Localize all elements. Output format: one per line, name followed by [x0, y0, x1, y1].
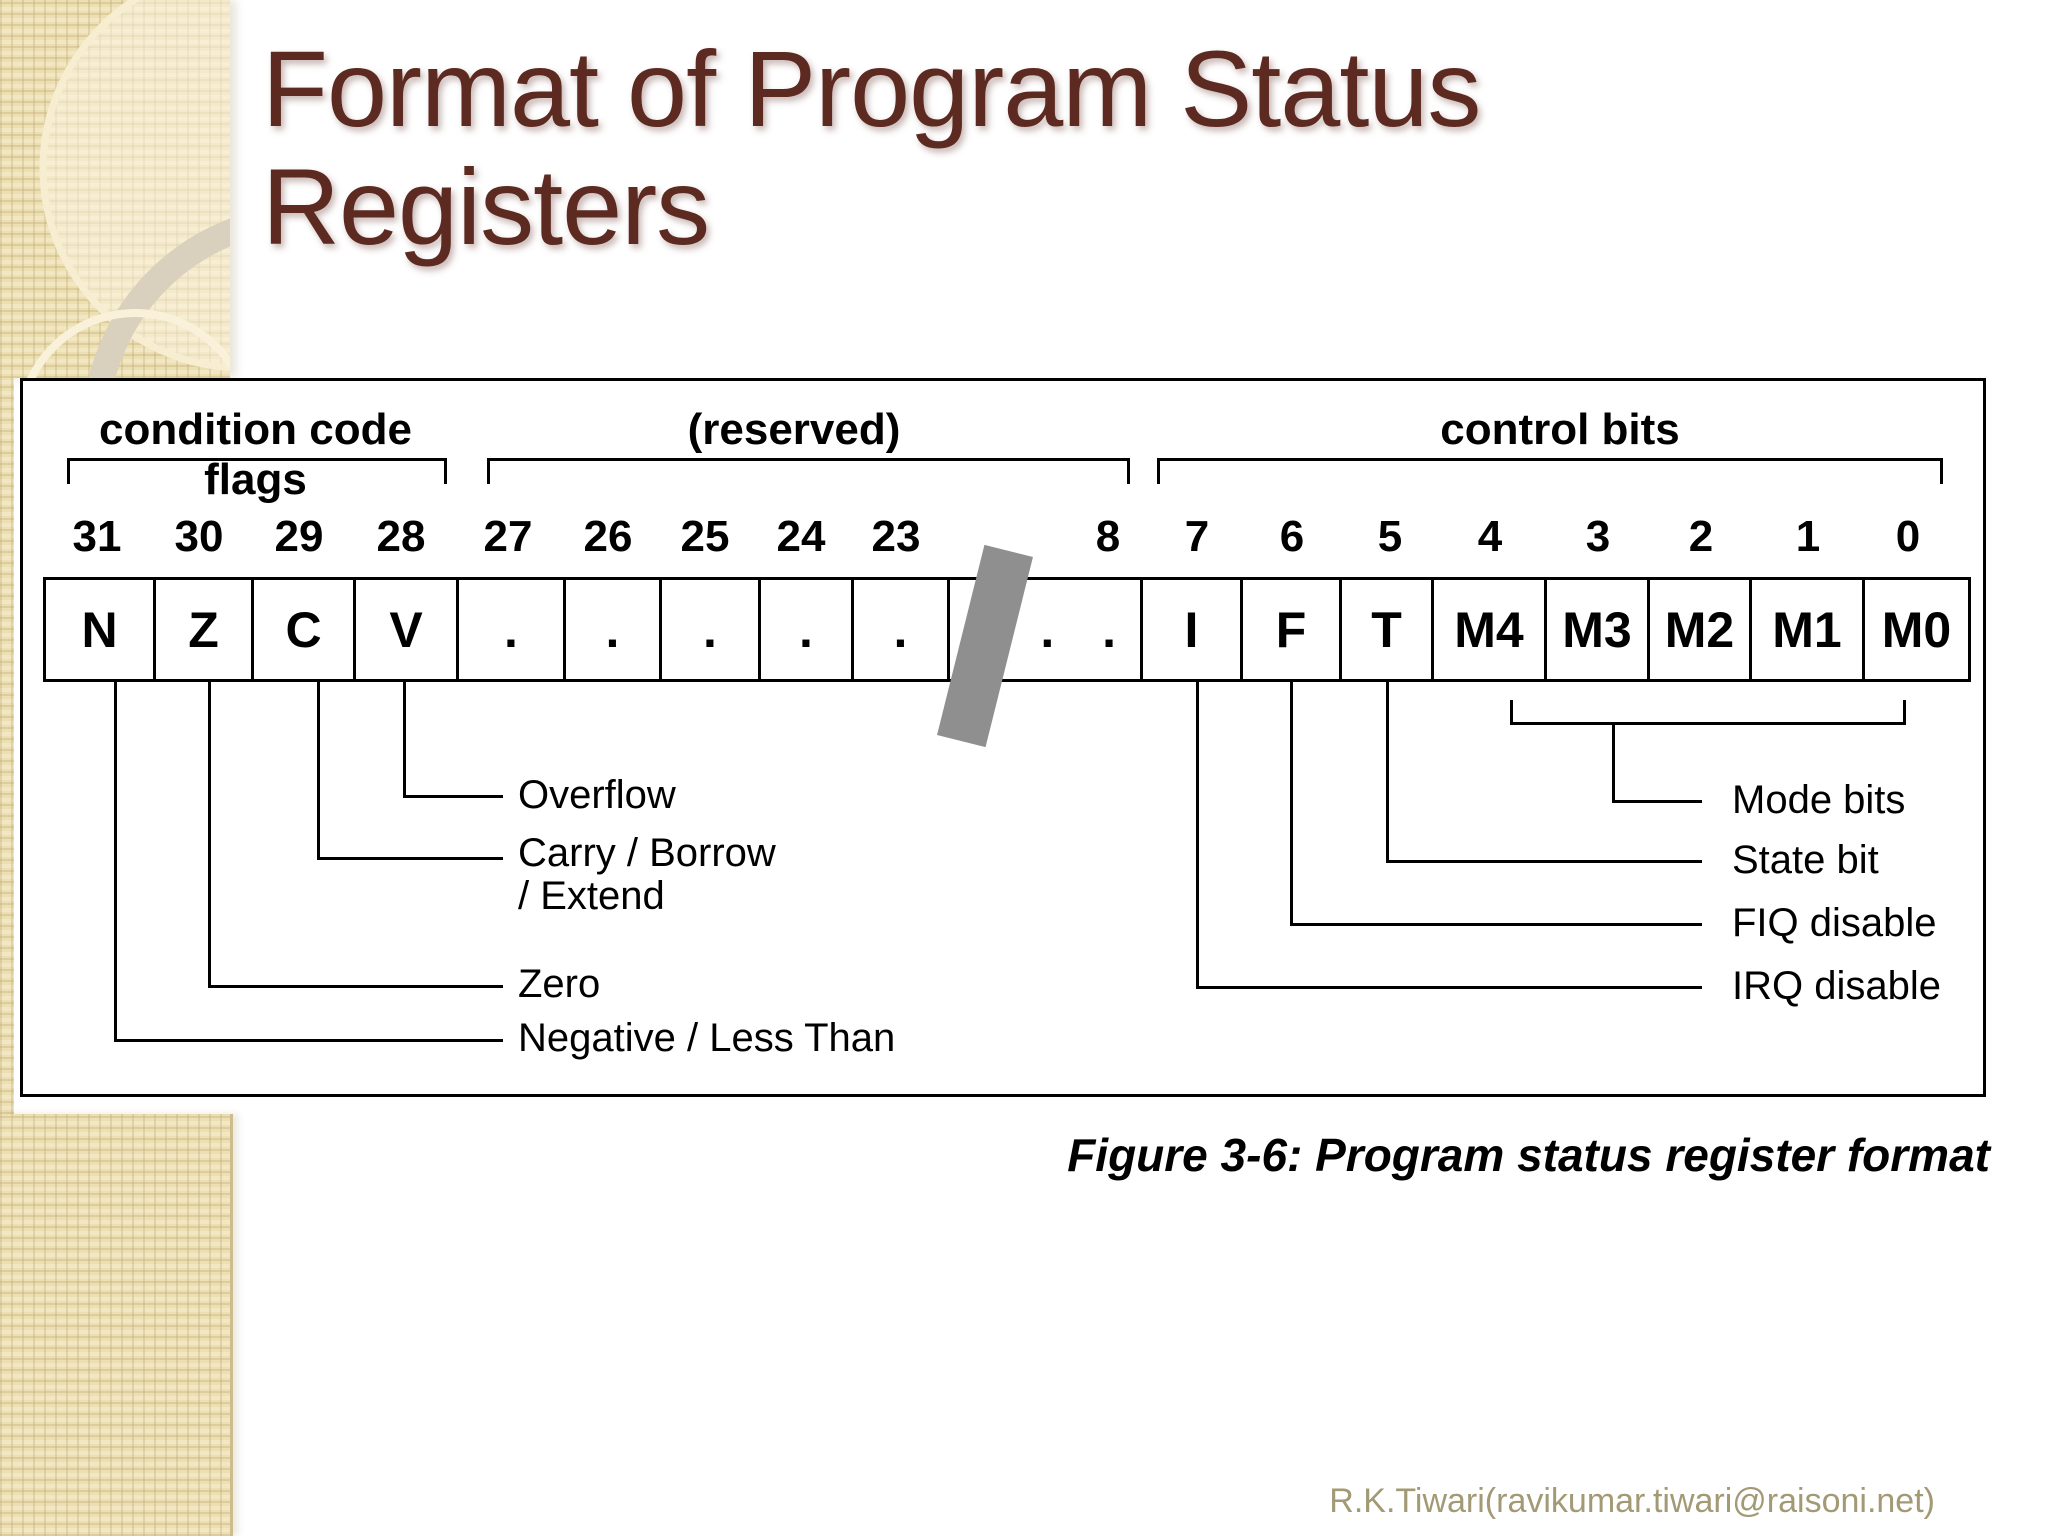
- bit-cell-m1: M1: [1749, 580, 1862, 679]
- connector-line-carry: [317, 682, 320, 860]
- bit-cell-v: V: [353, 580, 456, 679]
- bit-number-6: 6: [1279, 512, 1305, 561]
- figure-caption: Figure 3-6: Program status register form…: [1067, 1129, 1990, 1181]
- bit-number-2: 2: [1688, 512, 1714, 561]
- bit-cell-reserved-27: .: [456, 580, 563, 679]
- sidebar-decoration-top: [0, 0, 230, 378]
- callout-carry-line2: / Extend: [518, 874, 665, 918]
- bit-cell-reserved-23: .: [851, 580, 947, 679]
- bit-number-25: 25: [680, 512, 730, 561]
- bracket-control-bits: [1157, 458, 1943, 484]
- sidebar-circles-graphic: [27, 0, 230, 378]
- bracket-reserved: [487, 458, 1130, 484]
- bit-number-28: 28: [376, 512, 426, 561]
- page-title: Format of Program Status Registers: [262, 30, 1962, 266]
- bit-number-30: 30: [174, 512, 224, 561]
- page-title-line2: Registers: [262, 146, 710, 267]
- bit-cell-c: C: [251, 580, 353, 679]
- group-label-control-bits: control bits: [1440, 405, 1680, 454]
- bit-cell-f: F: [1240, 580, 1339, 679]
- connector-line-state-bit: [1386, 860, 1702, 863]
- bit-cell-reserved-26: .: [563, 580, 659, 679]
- callout-state-bit: State bit: [1732, 838, 1879, 882]
- connector-line-negative: [114, 682, 117, 1042]
- bit-number-0: 0: [1895, 512, 1921, 561]
- decor-circle-large: [39, 0, 230, 372]
- connector-line-zero: [208, 682, 211, 988]
- bit-number-4: 4: [1477, 512, 1503, 561]
- bit-number-23: 23: [871, 512, 921, 561]
- callout-irq-disable: IRQ disable: [1732, 964, 1941, 1008]
- bit-number-27: 27: [483, 512, 533, 561]
- bit-number-8: 8: [1095, 512, 1121, 561]
- connector-line-negative: [114, 1039, 503, 1042]
- bit-number-26: 26: [583, 512, 633, 561]
- connector-line-overflow: [403, 795, 503, 798]
- figure-border-box: [20, 378, 1986, 1097]
- bit-cell-m2: M2: [1647, 580, 1749, 679]
- connector-line-carry: [317, 857, 503, 860]
- page-title-line1: Format of Program Status: [262, 28, 1481, 149]
- bit-cell-n: N: [81, 601, 118, 658]
- footer-credit: R.K.Tiwari(ravikumar.tiwari@raisoni.net): [1329, 1482, 1935, 1520]
- group-label-condition-code-flags: condition code flags: [99, 405, 412, 504]
- bit-number-31: 31: [72, 512, 122, 561]
- sidebar-decoration-edge: [0, 378, 14, 1114]
- connector-line-fiq: [1290, 682, 1293, 926]
- connector-line-irq: [1196, 986, 1702, 989]
- connector-line-fiq: [1290, 923, 1702, 926]
- callout-zero: Zero: [518, 962, 601, 1006]
- bracket-condition-code-flags: [67, 458, 447, 484]
- callout-mode-bits: Mode bits: [1732, 778, 1906, 822]
- sidebar-decoration-bottom: [0, 1114, 233, 1536]
- bit-number-1: 1: [1795, 512, 1821, 561]
- bit-cell-z: Z: [153, 580, 251, 679]
- bit-cell-reserved-elided: . .: [947, 580, 1140, 679]
- bracket-mode-bits: [1510, 700, 1906, 725]
- connector-line-overflow: [403, 682, 406, 798]
- bit-cell-reserved-24: .: [758, 580, 851, 679]
- bit-number-24: 24: [776, 512, 826, 561]
- bit-number-29: 29: [274, 512, 324, 561]
- bit-number-7: 7: [1184, 512, 1210, 561]
- callout-overflow: Overflow: [518, 773, 676, 817]
- bit-cell-m4: M4: [1431, 580, 1544, 679]
- bit-cell-m3: M3: [1544, 580, 1647, 679]
- bit-cell-reserved-25: .: [659, 580, 758, 679]
- bit-number-5: 5: [1377, 512, 1403, 561]
- callout-carry: Carry / Borrow / Extend: [518, 832, 776, 918]
- bit-cell-t: T: [1339, 580, 1431, 679]
- connector-line-zero: [208, 985, 503, 988]
- decor-circle-small: [27, 309, 230, 378]
- bit-number-3: 3: [1585, 512, 1611, 561]
- connector-line-mode-bits: [1612, 725, 1615, 803]
- connector-line-irq: [1196, 682, 1199, 989]
- bit-cell-i: I: [1140, 580, 1240, 679]
- connector-line-mode-bits: [1612, 800, 1702, 803]
- callout-carry-line1: Carry / Borrow: [518, 831, 776, 875]
- group-label-reserved: (reserved): [687, 405, 901, 454]
- callout-negative: Negative / Less Than: [518, 1016, 896, 1060]
- bit-cell-m0: M0: [1862, 580, 1968, 679]
- callout-fiq-disable: FIQ disable: [1732, 901, 1937, 945]
- connector-line-state-bit: [1386, 682, 1389, 863]
